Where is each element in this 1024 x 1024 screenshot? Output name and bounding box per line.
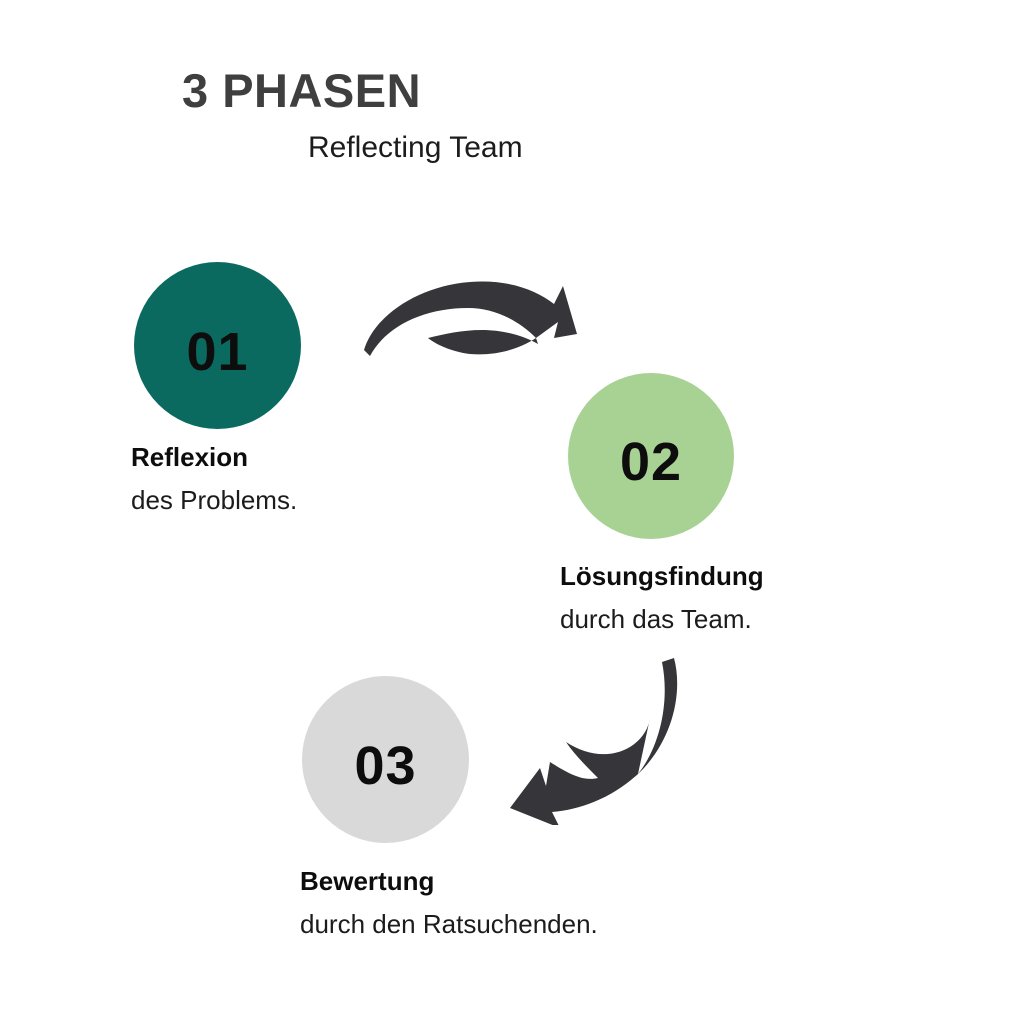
phase-circle-1: 01 [134, 262, 301, 429]
phase-number-1: 01 [186, 321, 249, 382]
phase-label-subtitle-3: durch den Ratsuchenden. [300, 908, 598, 939]
phase-label-block-2: Lösungsfindung durch das Team. [560, 561, 764, 635]
page-title: 3 PHASEN [182, 64, 422, 117]
phase-number-2: 02 [619, 432, 683, 492]
phase-label-subtitle-1: des Problems. [131, 484, 298, 515]
arrow-down-left-curved-icon [510, 658, 678, 828]
curved-arrow-phase-1-to-2-icon [358, 260, 578, 360]
phase-label-title-1: Reflexion [131, 442, 249, 472]
arrow-right-curved-icon [364, 281, 577, 356]
phase-label-title-2: Lösungsfindung [560, 561, 764, 591]
curved-arrow-phase-2-to-3-icon [488, 650, 698, 828]
phase-circle-2: 02 [568, 373, 734, 539]
page-subtitle: Reflecting Team [308, 131, 523, 164]
phase-label-subtitle-2: durch das Team. [560, 603, 752, 634]
phase-circle-3: 03 [302, 676, 469, 843]
phase-label-block-1: Reflexion des Problems. [131, 442, 298, 516]
phase-label-block-3: Bewertung durch den Ratsuchenden. [300, 866, 598, 940]
phase-number-3: 03 [354, 735, 417, 796]
phase-label-title-3: Bewertung [300, 866, 435, 896]
